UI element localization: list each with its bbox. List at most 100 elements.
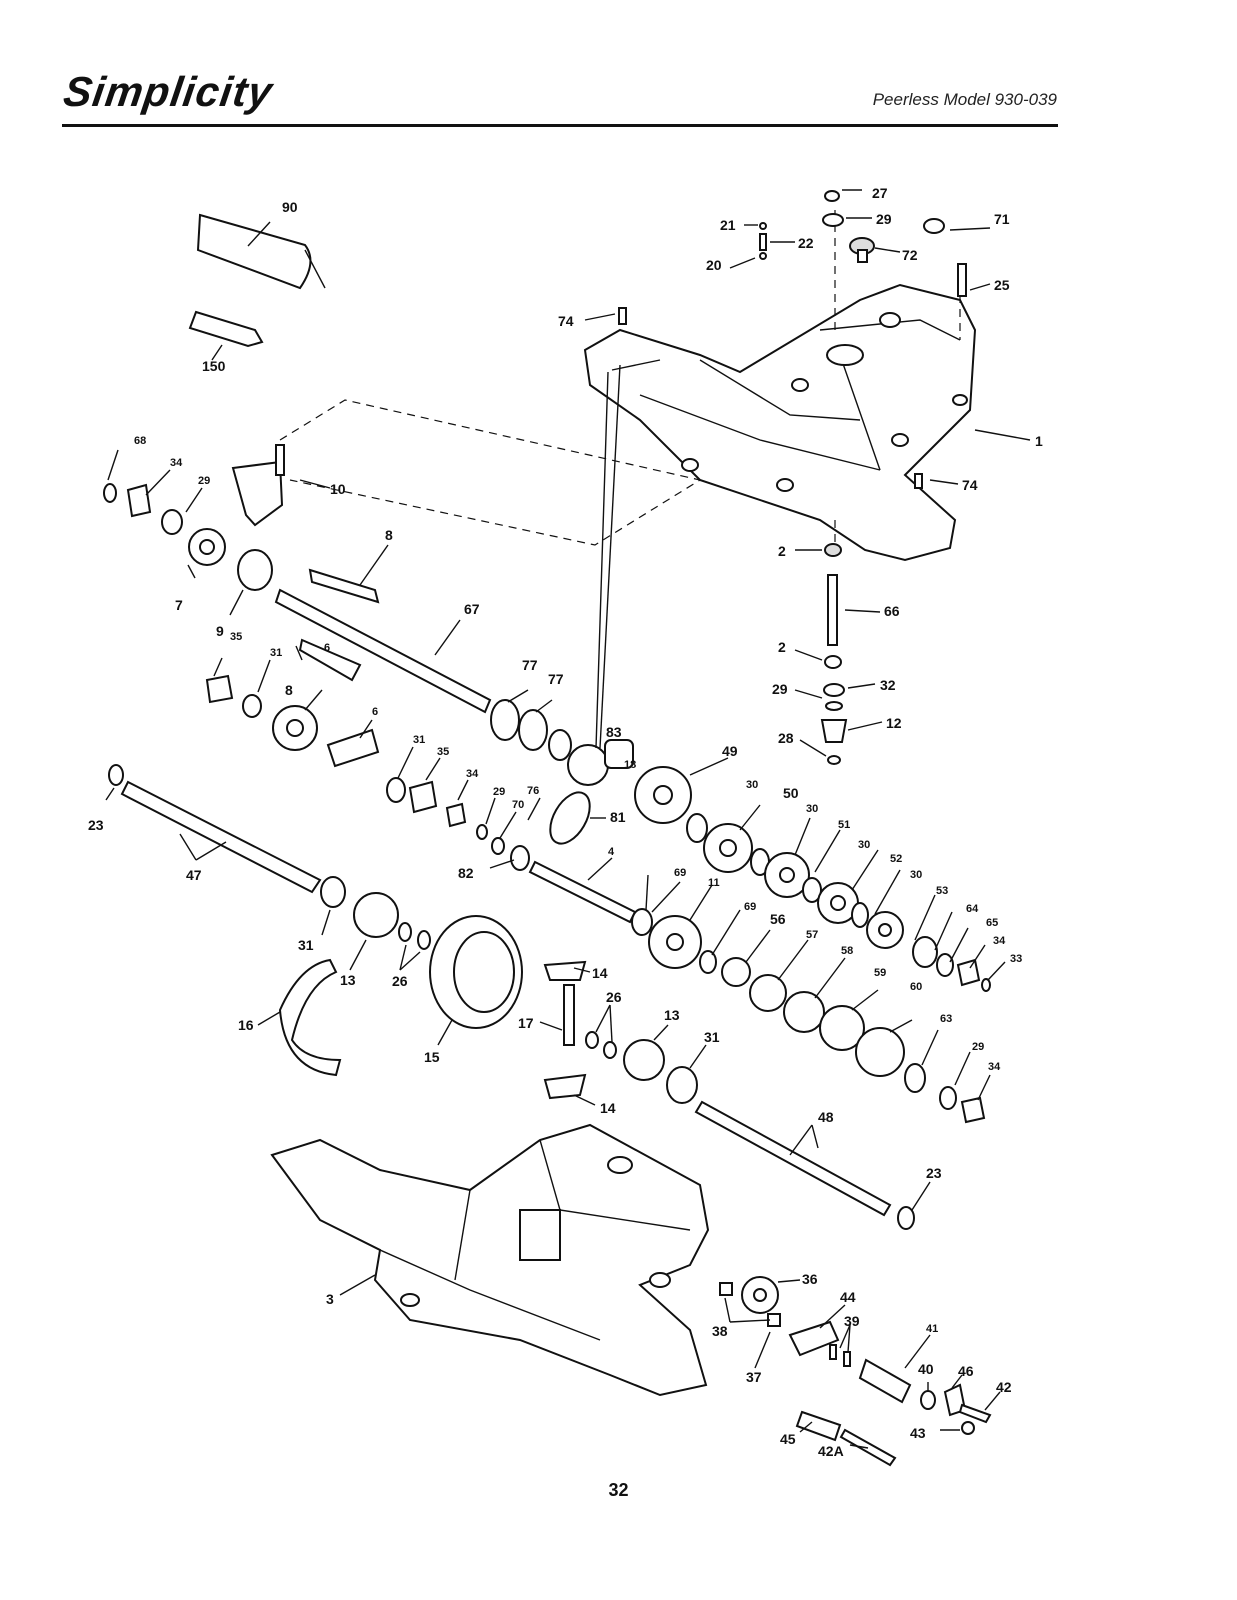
callout-51: 51 <box>838 819 850 831</box>
callout-69-a: 69 <box>674 867 686 879</box>
callout-1: 1 <box>1035 433 1043 449</box>
callout-53: 53 <box>936 885 948 897</box>
callout-63: 63 <box>940 1013 952 1025</box>
callout-30-c: 30 <box>858 839 870 851</box>
callout-34-mid: 34 <box>466 768 479 780</box>
callout-11: 11 <box>708 877 720 889</box>
callout-31: 31 <box>270 647 282 659</box>
part-shaft-48 <box>694 1100 915 1230</box>
callout-38: 38 <box>712 1323 728 1339</box>
callout-70: 70 <box>512 799 524 811</box>
callout-44: 44 <box>840 1289 856 1305</box>
callout-17: 17 <box>518 1015 534 1031</box>
callout-31-left: 31 <box>298 937 314 953</box>
callout-10: 10 <box>330 481 346 497</box>
callout-82: 82 <box>458 865 474 881</box>
callout-59: 59 <box>874 967 886 979</box>
callout-8-lower: 8 <box>285 682 293 698</box>
callout-48: 48 <box>818 1109 834 1125</box>
callout-83: 83 <box>606 724 622 740</box>
callout-68: 68 <box>134 435 146 447</box>
callout-23-left: 23 <box>88 817 104 833</box>
callout-60: 60 <box>910 981 922 993</box>
callout-57: 57 <box>806 929 818 941</box>
callout-66: 66 <box>884 603 900 619</box>
callout-45: 45 <box>780 1431 796 1447</box>
callout-34: 34 <box>170 457 183 469</box>
part-shaft-66 <box>820 543 848 765</box>
callout-29-right: 29 <box>972 1041 984 1053</box>
callout-36: 36 <box>802 1271 818 1287</box>
callout-13-left: 13 <box>340 972 356 988</box>
callout-65: 65 <box>986 917 998 929</box>
callout-2-upper: 2 <box>778 543 786 559</box>
leader-lines <box>105 189 1031 1449</box>
callout-35-mid: 35 <box>437 746 449 758</box>
callout-33: 33 <box>1010 953 1022 965</box>
callout-150: 150 <box>202 358 226 374</box>
callout-7: 7 <box>175 597 183 613</box>
callout-90: 90 <box>282 199 298 215</box>
part-upper-housing <box>583 210 977 562</box>
callout-29-top: 29 <box>876 211 892 227</box>
callout-77-a: 77 <box>522 657 538 673</box>
callout-28: 28 <box>778 730 794 746</box>
callout-29-shaft: 29 <box>772 681 788 697</box>
part-brake-assembly <box>719 1276 992 1467</box>
callout-labels: 90 150 68 34 29 10 7 9 8 67 35 31 8 6 6 … <box>88 185 1043 1459</box>
callout-31-right: 31 <box>704 1029 720 1045</box>
callout-34-far: 34 <box>988 1061 1001 1073</box>
callout-49: 49 <box>722 743 738 759</box>
callout-64: 64 <box>966 903 979 915</box>
callout-42: 42 <box>996 1379 1012 1395</box>
callout-29-mid: 29 <box>493 786 505 798</box>
part-grease-tube <box>188 213 326 361</box>
callout-16: 16 <box>238 1017 254 1033</box>
header-rule <box>62 124 1058 127</box>
callout-52: 52 <box>890 853 902 865</box>
callout-72: 72 <box>902 247 918 263</box>
callout-37: 37 <box>746 1369 762 1385</box>
callout-40: 40 <box>918 1361 934 1377</box>
callout-26-right: 26 <box>606 989 622 1005</box>
part-gear-cluster <box>631 766 991 1124</box>
callout-43: 43 <box>910 1425 926 1441</box>
callout-3: 3 <box>326 1291 334 1307</box>
callout-74-top: 74 <box>558 313 574 329</box>
callout-14-lower: 14 <box>600 1100 616 1116</box>
callout-8-upper: 8 <box>385 527 393 543</box>
callout-6-upper: 6 <box>324 642 330 654</box>
model-title: Peerless Model 930-039 <box>872 90 1057 109</box>
part-top-hardware <box>618 190 967 489</box>
callout-58: 58 <box>841 945 853 957</box>
dashed-reference-line <box>279 399 702 546</box>
callout-35: 35 <box>230 631 242 643</box>
callout-32: 32 <box>880 677 896 693</box>
callout-42A: 42A <box>818 1443 844 1459</box>
callout-71: 71 <box>994 211 1010 227</box>
callout-9: 9 <box>216 623 224 639</box>
callout-74-right: 74 <box>962 477 978 493</box>
callout-46: 46 <box>958 1363 974 1379</box>
callout-76: 76 <box>527 785 539 797</box>
page-number: 32 <box>608 1480 629 1500</box>
callout-77-b: 77 <box>548 671 564 687</box>
page-header: Simplicity Peerless Model 930-039 <box>0 0 1237 140</box>
callout-4: 4 <box>608 846 615 858</box>
callout-27: 27 <box>872 185 888 201</box>
callout-50: 50 <box>783 785 799 801</box>
callout-29: 29 <box>198 475 210 487</box>
callout-39: 39 <box>844 1313 860 1329</box>
callout-31-mid: 31 <box>413 734 425 746</box>
callout-56: 56 <box>770 911 786 927</box>
callout-30-d: 30 <box>910 869 922 881</box>
callout-34-right: 34 <box>993 935 1006 947</box>
callout-22: 22 <box>798 235 814 251</box>
part-lower-housing <box>270 1123 710 1397</box>
callout-69-b: 69 <box>744 901 756 913</box>
callout-13-right: 13 <box>664 1007 680 1023</box>
callout-67: 67 <box>464 601 480 617</box>
callout-2-lower: 2 <box>778 639 786 655</box>
callout-41: 41 <box>926 1323 938 1335</box>
